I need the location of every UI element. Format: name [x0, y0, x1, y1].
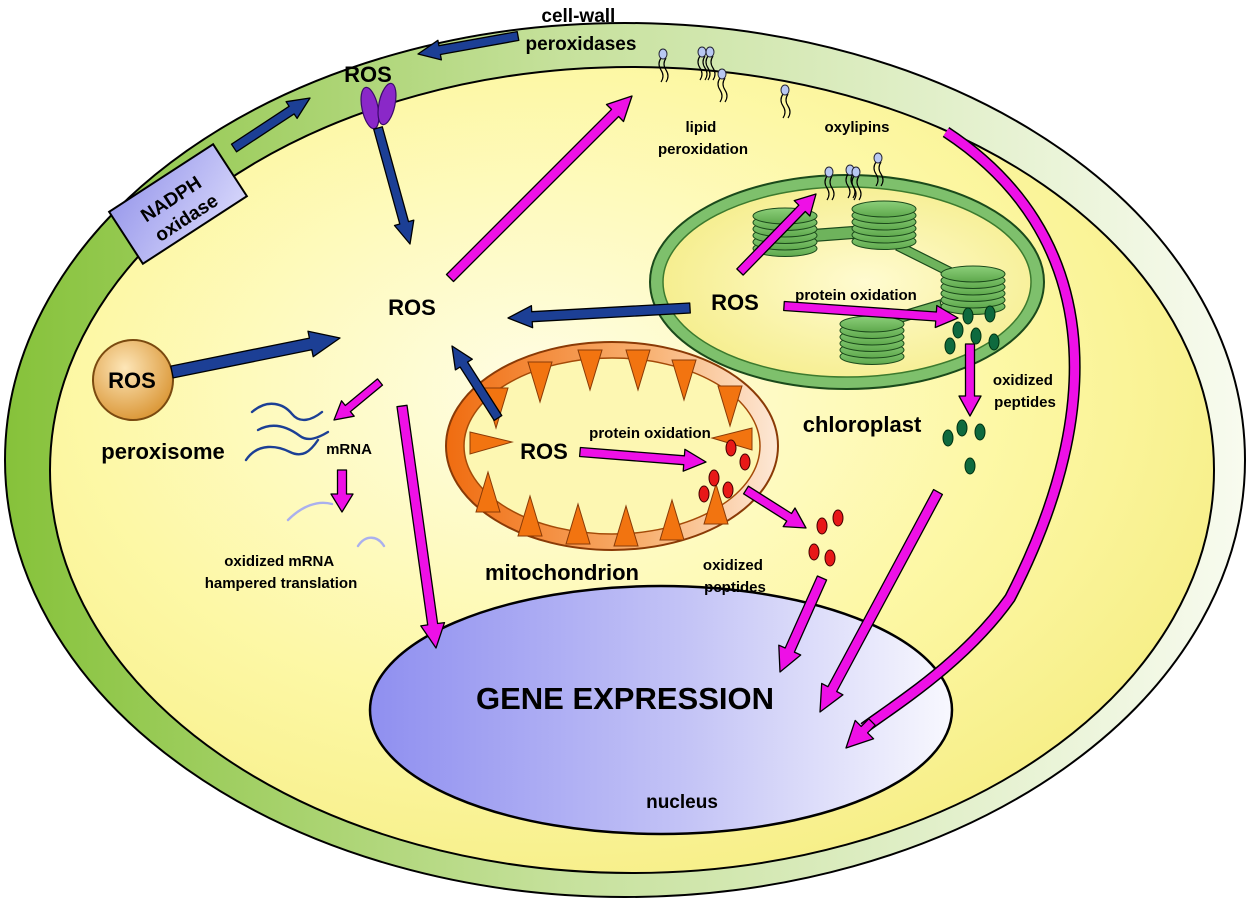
oxidized-peptide [970, 327, 982, 345]
oxylipins-label: oxylipins [824, 119, 889, 136]
membrane-channel [360, 82, 397, 130]
signal-arrow-mrna-oxidized [330, 469, 354, 513]
oxidized-peptide [722, 481, 734, 499]
mitochondrion-label: mitochondrion [485, 560, 639, 585]
ros-chloroplast-label: ROS [711, 290, 759, 315]
lipid [780, 84, 791, 119]
crista [527, 361, 553, 404]
crista [475, 470, 501, 513]
crista [717, 385, 743, 428]
mito-oxidized-peptides-label: oxidized peptides [703, 557, 767, 596]
signal-arrow-mito-peptides-nucleus [778, 575, 828, 673]
oxidized-peptide [942, 429, 954, 447]
lipid [705, 46, 716, 81]
nucleus [368, 584, 954, 836]
lipid [697, 46, 708, 81]
granum [940, 265, 1006, 315]
signal-arrow-chloro-lipids [736, 193, 817, 276]
crista [577, 349, 603, 392]
arrows [170, 30, 1081, 749]
oxidized-peptide [832, 509, 844, 527]
signal-arrow-chloro-protein-oxidation [783, 300, 959, 329]
mito-protein-oxidation-label: protein oxidation [589, 425, 711, 442]
crista [565, 502, 591, 545]
peroxisome [92, 339, 174, 421]
ros-arrow-channel [373, 126, 415, 245]
crista [625, 349, 651, 392]
oxidized-peptide [824, 549, 836, 567]
lipid [873, 152, 884, 187]
lipid [658, 48, 669, 83]
signal-arrow-oxylipins-nucleus [845, 126, 1081, 749]
chloroplast-oxidized-peptides-label: oxidized peptides [993, 372, 1057, 411]
oxidized-peptide [962, 307, 974, 325]
oxidized-peptide [808, 543, 820, 561]
nucleus-label: nucleus [646, 792, 718, 813]
ros-arrow-mitochondrion [451, 345, 503, 422]
labels: cell-wall peroxidases ROS NADPH oxidase … [101, 6, 1057, 813]
mrna-label: mRNA [326, 441, 372, 458]
ros-arrow-peroxisome [170, 330, 341, 379]
ros-membrane-label: ROS [344, 62, 392, 87]
granum [839, 315, 905, 365]
oxidized-mrna-label: oxidized mRNA hampered translation [205, 553, 358, 592]
crista [613, 504, 639, 547]
oxidized-peptide [725, 439, 737, 457]
mitochondrial-cristae [469, 349, 753, 547]
oxidized-peptide [944, 337, 956, 355]
ros-center-label: ROS [388, 295, 436, 320]
cell-wall-peroxidases-label: cell-wall peroxidases [526, 6, 637, 55]
oxylipins-arrow-head [845, 718, 876, 749]
chloroplast [649, 174, 1045, 390]
peroxisome-label: peroxisome [101, 439, 225, 464]
crista [703, 482, 729, 525]
crista [517, 494, 543, 537]
granum [851, 200, 917, 250]
oxidized-peptide [974, 423, 986, 441]
oxidized-peptide [698, 485, 710, 503]
gene-expression-label: GENE EXPRESSION [476, 681, 774, 716]
oxidized-peptide [816, 517, 828, 535]
signal-arrow-ros-nucleus [396, 404, 446, 649]
lipid [851, 166, 862, 201]
lipid [824, 166, 835, 201]
oxidized-peptide [739, 453, 751, 471]
oxidized-lipids [658, 46, 884, 201]
ros-arrow-nadph [230, 97, 311, 153]
signal-arrow-mito-protein-oxidation [578, 446, 707, 472]
crista [659, 498, 685, 541]
oxidized-peptide [964, 457, 976, 475]
ros-arrow-peroxidases [417, 30, 520, 61]
nadph-oxidase [107, 142, 249, 266]
signal-arrow-chloro-peptides-down [958, 343, 982, 417]
oxidized-peptides [698, 305, 1000, 567]
crista [671, 359, 697, 402]
ros-arrow-chloroplast [507, 302, 691, 329]
signal-arrow-mito-peptides-out [742, 485, 807, 529]
signal-arrow-chloro-peptides-nucleus [819, 488, 944, 713]
ros-mitochondrion-label: ROS [520, 439, 568, 464]
lipid-peroxidation-label: lipid peroxidation [658, 119, 748, 158]
oxidized-peptide [952, 321, 964, 339]
oxidized-peptide [708, 469, 720, 487]
mitochondrion [445, 341, 779, 551]
signal-arrow-ros-mrna [333, 378, 384, 421]
chloroplast-protein-oxidation-label: protein oxidation [795, 287, 917, 304]
signal-arrow-lipid-peroxidation [445, 95, 633, 283]
crista [469, 431, 514, 455]
ros-peroxisome-label: ROS [108, 368, 156, 393]
oxidized-peptide [984, 305, 996, 323]
lipid [717, 68, 728, 103]
oxidized-peptide [956, 419, 968, 437]
chloroplast-label: chloroplast [803, 412, 922, 437]
oxidized-peptide [988, 333, 1000, 351]
mrna-strands [244, 402, 386, 548]
